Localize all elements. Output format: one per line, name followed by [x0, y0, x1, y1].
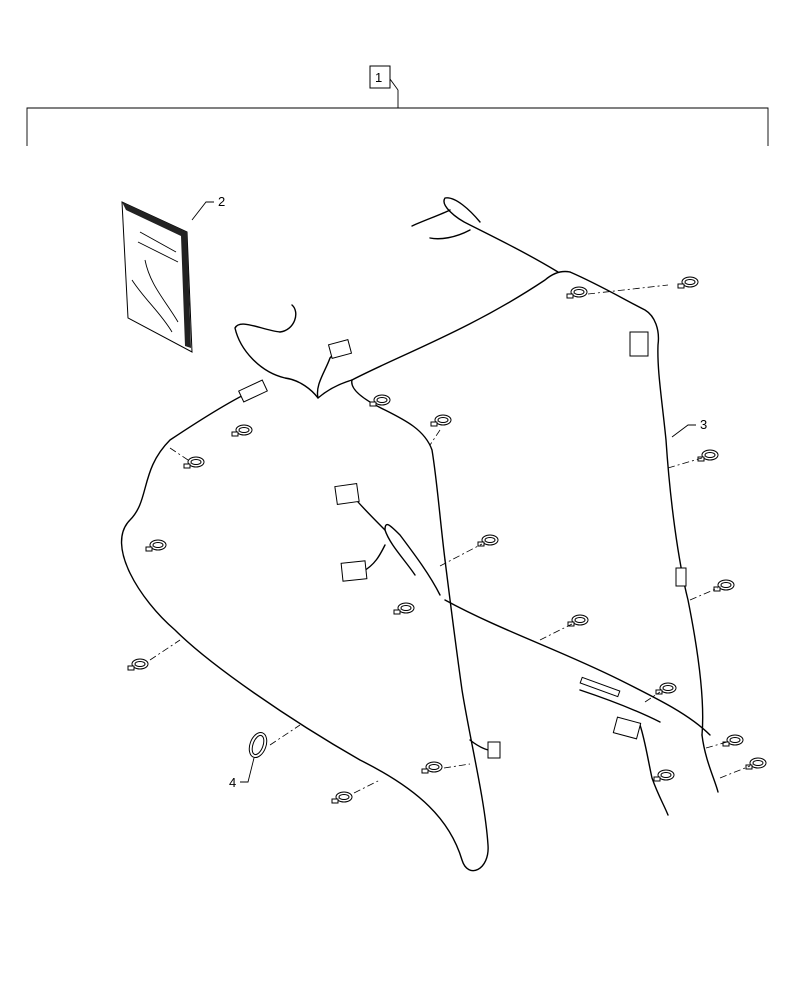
callout-2-leader [191, 201, 214, 221]
callout-4-label: 4 [229, 775, 236, 790]
manual-booklet-icon [121, 201, 193, 353]
strap-tie-icon [248, 731, 268, 759]
connector-icon [238, 331, 687, 759]
wire-harness-icon [120, 197, 719, 872]
callout-3-label: 3 [700, 417, 707, 432]
assembly-bracket [26, 65, 769, 146]
callout-1-label: 1 [375, 70, 382, 85]
callout-3-leader [671, 424, 696, 438]
cable-tie-icon [127, 276, 767, 804]
callout-2-label: 2 [218, 194, 225, 209]
callout-4-leader [240, 757, 255, 783]
